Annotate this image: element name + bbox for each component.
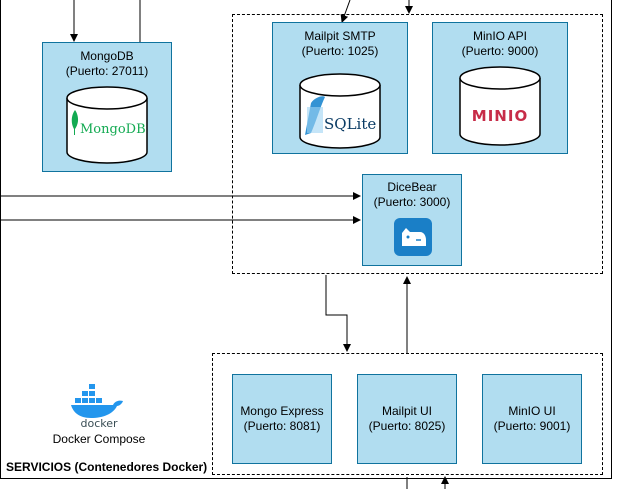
minio-api-title: MinIO API bbox=[472, 29, 528, 43]
mailpit-smtp-service: Mailpit SMTP (Puerto: 1025) SQLite bbox=[272, 22, 408, 154]
mongodb-port: (Puerto: 27011) bbox=[65, 64, 149, 78]
minio-api-port: (Puerto: 9000) bbox=[461, 44, 539, 58]
web-ui-services-group bbox=[212, 353, 603, 475]
dicebear-service: DiceBear (Puerto: 3000) bbox=[362, 174, 462, 266]
database-icon: SQLite bbox=[299, 73, 381, 149]
sqlite-logo-text: SQLite bbox=[324, 115, 376, 133]
database-icon: MINIO bbox=[459, 66, 541, 146]
mongo-express-service: Mongo Express (Puerto: 8081) bbox=[232, 374, 332, 464]
mongodb-service: MongoDB (Puerto: 27011) MongoDB bbox=[42, 42, 172, 172]
dicebear-bear-icon bbox=[394, 218, 432, 256]
docker-compose-label: Docker Compose bbox=[52, 432, 146, 446]
docker-compose-logo: docker Docker Compose bbox=[44, 380, 154, 450]
backend-services-group bbox=[232, 14, 603, 274]
mailpit-ui-title: Mailpit UI bbox=[381, 404, 432, 418]
docker-logo-text: docker bbox=[80, 417, 118, 428]
mongodb-title: MongoDB bbox=[80, 49, 134, 63]
container-label: SERVICIOS (Contenedores Docker) bbox=[6, 460, 208, 474]
mongo-express-port: (Puerto: 8081) bbox=[243, 419, 321, 433]
dicebear-port: (Puerto: 3000) bbox=[373, 195, 451, 209]
mongo-express-title: Mongo Express bbox=[240, 404, 324, 418]
mailpit-ui-service: Mailpit UI (Puerto: 8025) bbox=[357, 374, 457, 464]
dicebear-title: DiceBear bbox=[387, 180, 437, 194]
minio-ui-service: MinIO UI (Puerto: 9001) bbox=[482, 374, 582, 464]
minio-ui-title: MinIO UI bbox=[508, 404, 556, 418]
database-icon: MongoDB bbox=[66, 86, 148, 164]
minio-api-service: MinIO API (Puerto: 9000) MINIO bbox=[432, 22, 568, 154]
sqlite-feather-icon bbox=[305, 96, 325, 135]
mailpit-smtp-title: Mailpit SMTP bbox=[304, 29, 376, 43]
docker-services-container bbox=[0, 0, 612, 479]
mailpit-smtp-port: (Puerto: 1025) bbox=[301, 44, 379, 58]
mongodb-logo-text: MongoDB bbox=[80, 122, 146, 137]
minio-ui-port: (Puerto: 9001) bbox=[493, 419, 571, 433]
docker-whale-icon: docker bbox=[71, 384, 123, 428]
mongodb-leaf-icon bbox=[71, 110, 79, 135]
minio-logo-text: MINIO bbox=[472, 107, 528, 125]
connector-down bbox=[325, 275, 351, 352]
connector-top-smtp bbox=[340, 0, 351, 23]
mailpit-ui-port: (Puerto: 8025) bbox=[368, 419, 446, 433]
